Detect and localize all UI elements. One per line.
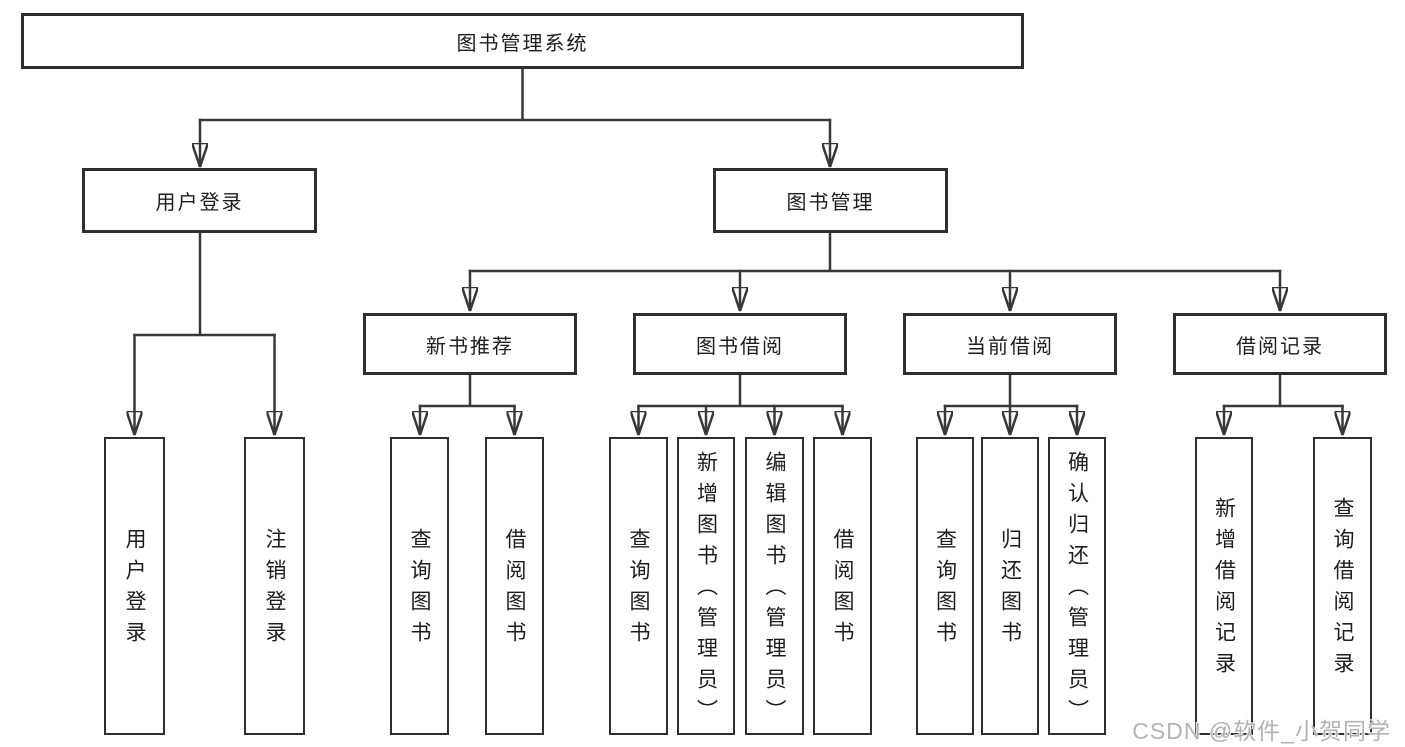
- node-query-borrow-record: 查询借阅记录: [1313, 437, 1372, 735]
- node-current-borrowing: 当前借阅: [903, 313, 1117, 375]
- node-borrow-borrow-books: 借阅图书: [813, 437, 872, 735]
- node-book-borrowing: 图书借阅: [633, 313, 847, 375]
- node-return-books: 归还图书: [981, 437, 1039, 735]
- node-library-system: 图书管理系统: [21, 13, 1024, 69]
- node-borrow-query-books: 查询图书: [609, 437, 668, 735]
- node-logout: 注销登录: [244, 437, 305, 735]
- node-add-books-admin: 新增图书（管理员）: [677, 437, 735, 735]
- node-rec-borrow-books: 借阅图书: [485, 437, 544, 735]
- watermark: CSDN @软件_小贺同学: [1132, 718, 1391, 744]
- node-edit-books-admin: 编辑图书（管理员）: [745, 437, 804, 735]
- node-new-book-recommend: 新书推荐: [363, 313, 577, 375]
- node-add-borrow-record: 新增借阅记录: [1195, 437, 1253, 735]
- node-book-management: 图书管理: [713, 168, 948, 233]
- node-user-login: 用户登录: [82, 168, 317, 233]
- node-confirm-return-admin: 确认归还（管理员）: [1048, 437, 1106, 735]
- node-current-query-books: 查询图书: [916, 437, 974, 735]
- node-login: 用户登录: [104, 437, 165, 735]
- node-rec-query-books: 查询图书: [390, 437, 449, 735]
- node-borrowing-records: 借阅记录: [1173, 313, 1387, 375]
